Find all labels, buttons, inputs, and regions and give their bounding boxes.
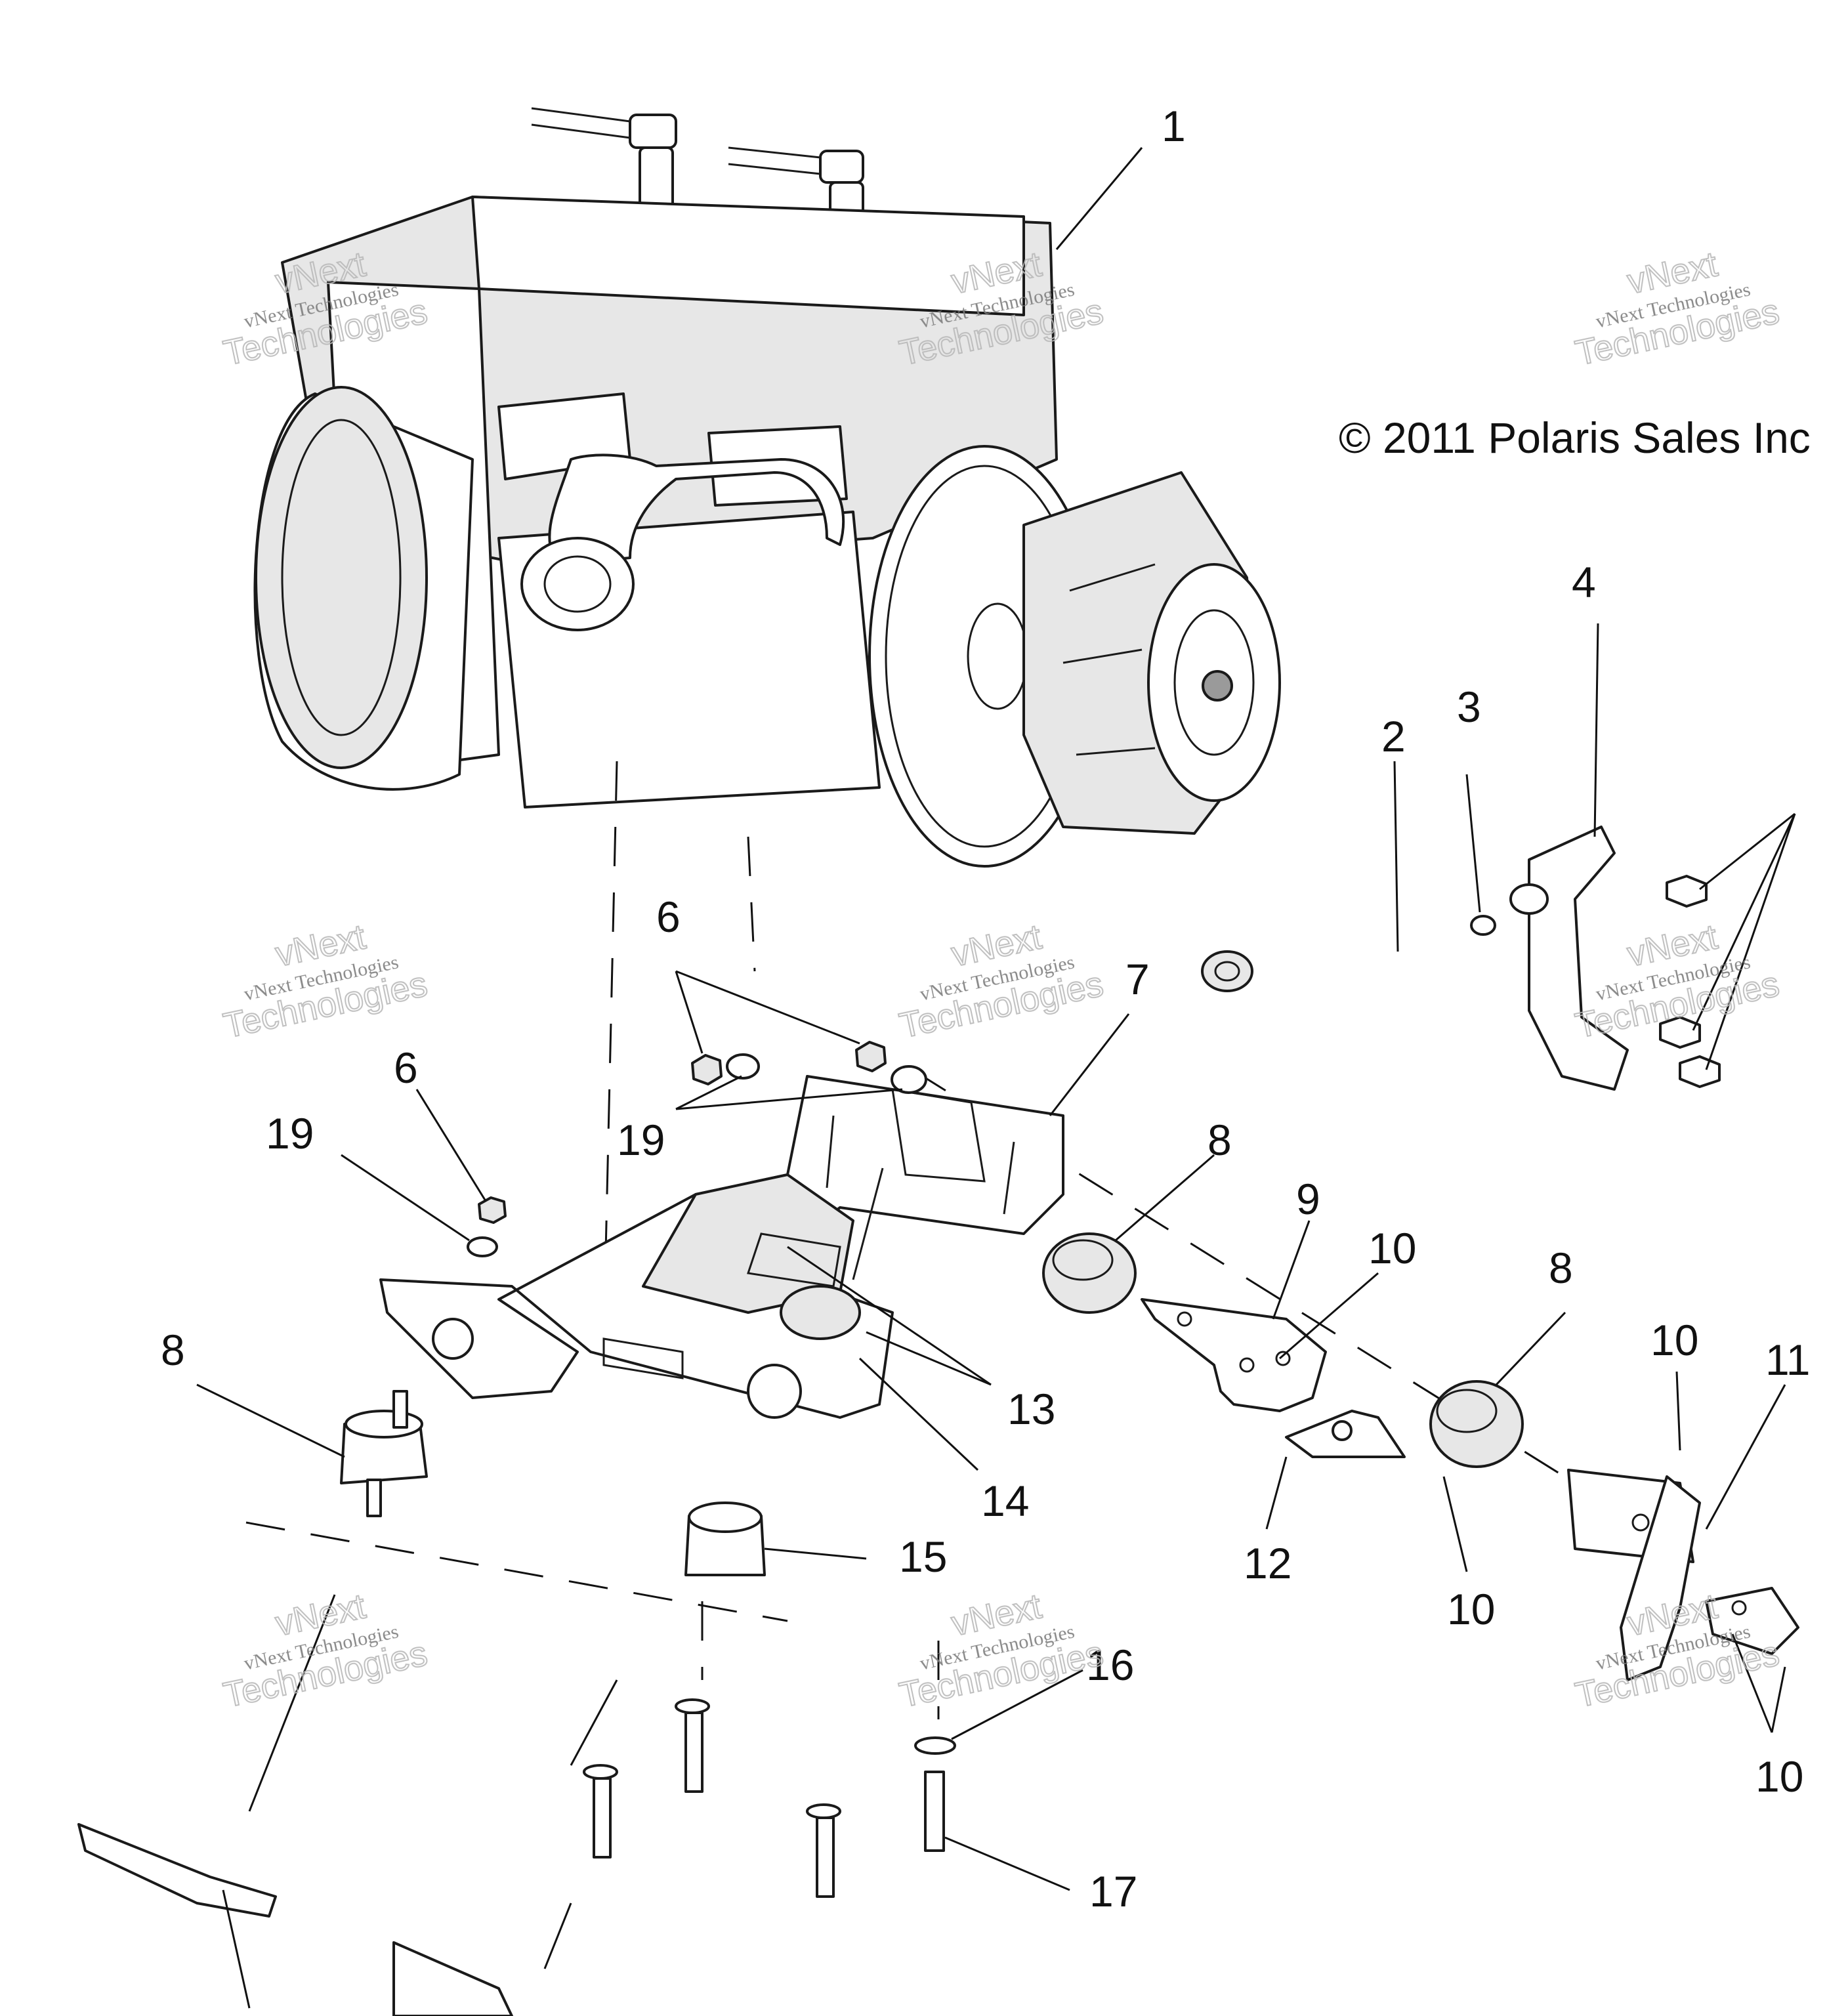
engine-brackets	[1141, 1298, 1406, 1458]
callout-8-left: 8	[161, 1326, 185, 1374]
callout-19-left: 19	[266, 1109, 314, 1158]
callout-3: 3	[1457, 682, 1481, 731]
callout-labels: 1 4 3 2 6 7 6 19 19 8 9 10 8 8 10 11 13 …	[161, 102, 1811, 1916]
callout-10-right: 10	[1650, 1316, 1698, 1364]
fasteners-top	[467, 1041, 927, 1257]
leader-lines	[196, 147, 1796, 2009]
callout-6-top: 6	[656, 892, 681, 941]
callout-8-right: 8	[1549, 1244, 1573, 1292]
callout-14: 14	[981, 1477, 1029, 1525]
callout-15: 15	[899, 1532, 947, 1581]
callout-16: 16	[1086, 1641, 1134, 1689]
bolts-bottom	[583, 1698, 956, 1898]
callout-11: 11	[1765, 1335, 1811, 1384]
callout-8-center: 8	[1208, 1116, 1232, 1164]
callout-13: 13	[1007, 1385, 1055, 1433]
bracket-11	[1567, 1469, 1799, 1681]
engine-assembly	[253, 107, 1281, 868]
callout-10-upper: 10	[1368, 1224, 1416, 1272]
rubber-isolators	[340, 1232, 1524, 1576]
engine-mount-plate	[379, 1075, 1064, 1419]
callout-19-center: 19	[617, 1116, 665, 1164]
bracket-4	[1201, 826, 1721, 1091]
callout-4: 4	[1572, 558, 1596, 606]
callout-6-left: 6	[394, 1043, 418, 1092]
callout-10-lower: 10	[1447, 1585, 1495, 1633]
callout-1: 1	[1162, 102, 1186, 150]
copyright-notice: © 2011 Polaris Sales Inc	[1339, 413, 1811, 462]
lower-brackets	[77, 1823, 513, 2016]
callout-9: 9	[1296, 1175, 1320, 1223]
callout-7: 7	[1125, 955, 1150, 1003]
callout-12: 12	[1244, 1539, 1292, 1587]
callout-17: 17	[1089, 1867, 1137, 1916]
callout-10-bottom-right: 10	[1755, 1752, 1803, 1801]
callout-2: 2	[1381, 712, 1406, 761]
